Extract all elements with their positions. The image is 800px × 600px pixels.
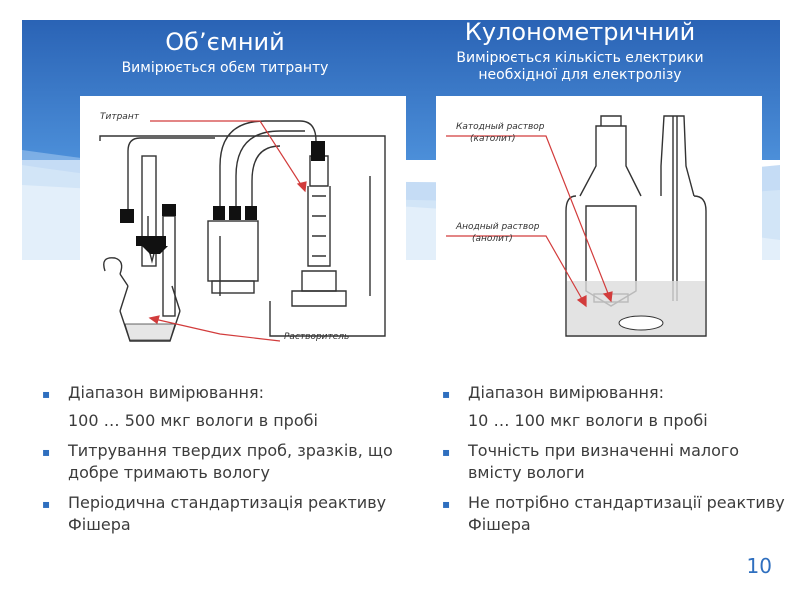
coulometric-cell-drawing	[446, 115, 707, 337]
right-subtitle: Вимірюється кількість електрики необхідн…	[456, 50, 704, 83]
volumetric-apparatus-figure: Титрант Растворитель	[80, 96, 406, 358]
left-bullet-list: ▪ Діапазон вимірювання: 100 … 500 мкг во…	[40, 382, 440, 544]
left-title: Об’ємний	[165, 28, 285, 56]
anode-label-2: (анолит)	[472, 234, 513, 244]
bullet-icon: ▪	[442, 387, 451, 401]
list-item: ▪ Точність при визначенні малого вмісту …	[442, 441, 740, 482]
volumetric-apparatus-drawing	[99, 120, 386, 342]
titrant-label: Титрант	[100, 112, 139, 122]
left-subtitle: Вимірюється обєм титранту	[121, 60, 329, 76]
cathode-label: Катодный раствор	[456, 122, 545, 132]
bullet-icon: ▪	[442, 497, 451, 511]
list-item: 100 … 500 мкг вологи в пробі	[68, 411, 318, 430]
list-item: ▪ Не потрібно стандартизації реактиву Фі…	[442, 493, 785, 534]
right-title: Кулонометричний	[464, 18, 696, 46]
solvent-label: Растворитель	[284, 332, 350, 342]
bullet-icon: ▪	[42, 445, 51, 459]
coulometric-cell-figure: Катодный раствор (католит) Анодный раств…	[436, 96, 762, 358]
anode-label: Анодный раствор	[456, 222, 540, 232]
cathode-label-2: (католит)	[470, 134, 516, 144]
right-bullet-list: ▪ Діапазон вимірювання: 10 … 100 мкг вол…	[440, 382, 785, 544]
list-item: ▪ Діапазон вимірювання:	[40, 382, 440, 404]
bullet-icon: ▪	[42, 497, 51, 511]
bullet-icon: ▪	[442, 445, 451, 459]
page-number: 10	[746, 554, 772, 578]
list-item: ▪ Титрування твердих проб, зразків, що д…	[42, 441, 393, 482]
bullet-icon: ▪	[42, 387, 51, 401]
list-item: ▪ Періодична стандартизація реактиву Фіш…	[42, 493, 387, 534]
list-item: ▪ Діапазон вимірювання:	[440, 382, 785, 404]
list-item: 10 … 100 мкг вологи в пробі	[468, 411, 708, 430]
